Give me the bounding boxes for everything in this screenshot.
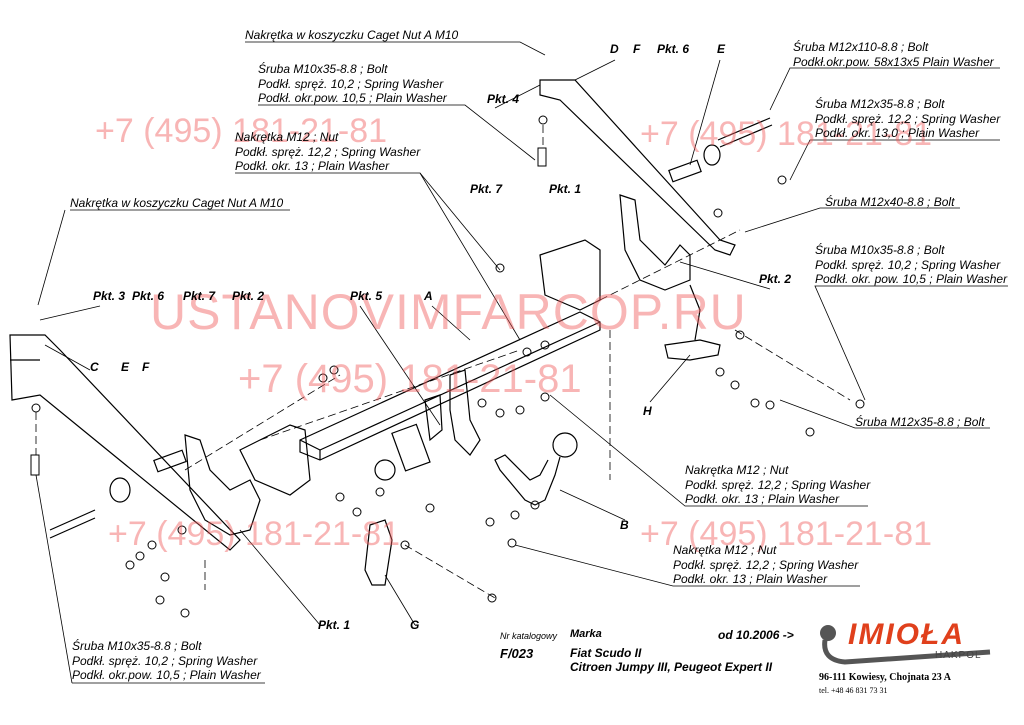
marker-e-left: E [121,360,130,374]
callout-line: Nakrętka M12 ; Nut [673,543,777,557]
callout-bolt-m12x35-top: Śruba M12x35-8.8 ; Bolt Podkł. spręż. 12… [815,97,1000,141]
bracket-h-arm [689,284,701,341]
washer-large-right [703,144,721,166]
left-bracket [184,434,261,536]
right-inner-plate [539,239,601,311]
callout-line: Nakrętka M12 ; Nut [235,130,339,144]
callout-line: Śruba M12x35-8.8 ; Bolt [815,97,945,111]
callout-line: Podkł. okr. 13 ; Plain Washer [685,492,840,506]
callout-line: Nakrętka M12 ; Nut [685,463,789,477]
callout-line: Podkł. spręż. 12,2 ; Spring Washer [685,477,871,492]
phone-line: tel. +48 46 831 73 31 [819,686,888,695]
callout-line: Śruba M10x35-8.8 ; Bolt [72,639,202,653]
callout-line: Podkł. okr.pow. 10,5 ; Plain Washer [258,91,447,105]
callout-bolt-m10-top: Śruba M10x35-8.8 ; Bolt Podkł. spręż. 10… [258,62,447,106]
callout-line: Podkł. spręż. 10,2 ; Spring Washer [815,257,1001,272]
callout-line: Podkł. spręż. 12,2 ; Spring Washer [815,111,1001,126]
callout-bolt-m12x40: Śruba M12x40-8.8 ; Bolt [825,195,954,210]
callout-bolt-m12x35-right: Śruba M12x35-8.8 ; Bolt [855,415,984,430]
right-bracket [619,194,691,291]
center-bracket-2 [424,394,443,442]
model-line-1: Fiat Scudo II [570,646,642,660]
marker-a: A [424,289,433,303]
callout-line: Śruba M12x110-8.8 ; Bolt [793,40,929,54]
socket-plate [391,423,431,472]
brand-label: Marka [570,628,602,640]
bolt-long-right [717,117,771,141]
marker-pkt2-left: Pkt. 2 [232,289,265,303]
hakpol-logo-text: HAKPOL [935,650,982,661]
callout-line: Podkł. spręż. 10,2 ; Spring Washer [72,653,258,668]
marker-pkt4: Pkt. 4 [487,92,520,106]
marker-e-top: E [717,42,726,56]
marker-pkt1-bottom: Pkt. 1 [318,618,351,632]
marker-pkt6-top: Pkt. 6 [657,42,690,56]
marker-d: D [610,42,619,56]
address-line: 96-111 Kowiesy, Chojnata 23 A [819,672,951,683]
spacer-e-right [668,159,702,183]
callout-cage-nut-left: Nakrętka w koszyczku Caget Nut A M10 [70,196,283,211]
catalog-number: F/023 [500,646,534,661]
callout-nut-m12-top: Nakrętka M12 ; Nut Podkł. spręż. 12,2 ; … [235,130,420,174]
callout-line: Nakrętka w koszyczku Caget Nut A M10 [245,28,459,42]
callout-line: Śruba M12x35-8.8 ; Bolt [855,415,985,429]
catalog-label: Nr katalogowy [500,631,558,641]
callout-line: Podkł. okr.pow. 10,5 ; Plain Washer [72,668,261,682]
bracket-g [364,519,393,586]
callout-cage-nut-top: Nakrętka w koszyczku Caget Nut A M10 [245,28,458,43]
marker-pkt7-left: Pkt. 7 [183,289,216,303]
model-line-2: Citroen Jumpy III, Peugeot Expert II [570,660,773,674]
callout-bolt-m10-right: Śruba M10x35-8.8 ; Bolt Podkł. spręż. 10… [815,243,1007,287]
callout-line: Podkł. spręż. 12,2 ; Spring Washer [235,144,421,159]
left-inner-plate [239,424,311,496]
marker-f-top: F [633,42,641,56]
callout-line: Podkł. spręż. 10,2 ; Spring Washer [258,76,444,91]
tow-ball-b [494,432,578,506]
marker-b: B [620,518,629,532]
marker-pkt1-top: Pkt. 1 [549,182,582,196]
leader-lines [35,41,1008,684]
marker-pkt2-right: Pkt. 2 [759,272,792,286]
production-date: od 10.2006 -> [718,628,794,642]
fastener-set [30,115,865,618]
callout-line: Podkł.okr.pow. 58x13x5 Plain Washer [793,54,994,69]
callout-bolt-m12x110: Śruba M12x110-8.8 ; Bolt Podkł.okr.pow. … [793,40,994,69]
callout-line: Nakrętka w koszyczku Caget Nut A M10 [70,196,284,210]
assembly-lines [35,125,851,599]
marker-pkt3: Pkt. 3 [93,289,126,303]
marker-g: G [410,618,420,632]
callout-line: Podkł. okr. pow. 10,5 ; Plain Washer [815,272,1008,286]
marker-pkt5: Pkt. 5 [350,289,383,303]
marker-c: C [90,360,99,374]
center-bracket [449,369,481,456]
callout-nut-m12-low: Nakrętka M12 ; Nut Podkł. spręż. 12,2 ; … [673,543,858,587]
right-beam-d [539,79,736,256]
marker-pkt7-top: Pkt. 7 [470,182,503,196]
marker-pkt6-left: Pkt. 6 [132,289,165,303]
callout-bolt-m10-bottom: Śruba M10x35-8.8 ; Bolt Podkł. spręż. 10… [72,639,261,683]
callout-line: Podkł. okr. 13,0 ; Plain Washer [815,126,980,140]
callout-line: Śruba M12x40-8.8 ; Bolt [825,195,955,209]
callout-line: Podkł. okr. 13 ; Plain Washer [673,572,828,586]
callout-line: Śruba M10x35-8.8 ; Bolt [815,243,945,257]
left-beam-c [9,334,241,551]
callout-line: Podkł. spręż. 12,2 ; Spring Washer [673,557,859,572]
callout-line: Podkł. okr. 13 ; Plain Washer [235,159,390,173]
marker-h: H [643,404,652,418]
spacer-e-left [153,449,187,473]
crossbar-a [299,311,601,461]
bolt-long-left [49,509,96,531]
socket-ring [374,459,396,481]
marker-f-left: F [142,360,150,374]
imiola-logo-graphic [820,625,991,665]
callout-nut-m12-mid: Nakrętka M12 ; Nut Podkł. spręż. 12,2 ; … [685,463,870,507]
washer-large-left [109,477,131,503]
bracket-h [664,339,721,361]
imiola-logo: IMIOŁA [848,618,965,651]
callout-line: Śruba M10x35-8.8 ; Bolt [258,62,388,76]
